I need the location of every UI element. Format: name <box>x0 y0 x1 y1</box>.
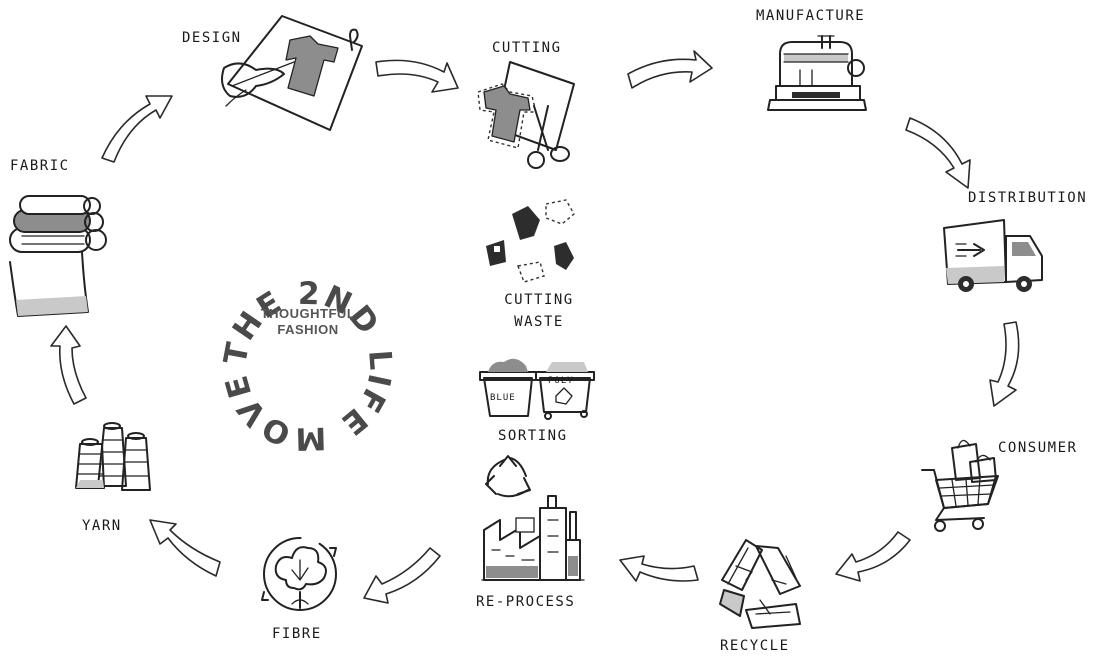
center-text: THOUGHTFUL FASHION <box>248 306 368 338</box>
cutting-icon <box>478 62 574 168</box>
stage-label-consumer: CONSUMER <box>998 440 1077 456</box>
arrow-reprocess-to-fibre <box>364 548 440 603</box>
arrow-cutting-to-manufacture <box>628 51 712 88</box>
arrow-manufacture-to-distribution <box>906 118 970 188</box>
cutting-waste-icon <box>486 200 574 282</box>
center-text-line2: FASHION <box>248 322 368 338</box>
manufacture-icon <box>768 36 866 110</box>
branch-label-cutting-waste-1: CUTTING <box>496 292 582 308</box>
stage-label-cutting: CUTTING <box>492 40 562 56</box>
arrow-fibre-to-yarn <box>150 520 220 576</box>
yarn-icon <box>76 423 150 490</box>
center-text-line1: THOUGHTFUL <box>248 306 368 322</box>
branch-label-sorting: SORTING <box>498 428 568 444</box>
stage-label-distribution: DISTRIBUTION <box>968 190 1087 206</box>
fibre-icon <box>262 538 336 610</box>
small-recycle-symbol <box>486 456 530 496</box>
stage-label-recycle: RECYCLE <box>720 638 790 654</box>
stage-label-fabric: FABRIC <box>10 158 70 174</box>
arrow-consumer-to-recycle <box>836 532 910 581</box>
arrow-yarn-to-fabric <box>51 326 86 404</box>
arrow-recycle-to-reprocess <box>620 556 698 581</box>
bin-label-poly: POLY <box>548 376 574 386</box>
stage-label-manufacture: MANUFACTURE <box>756 8 865 24</box>
stage-label-yarn: YARN <box>82 518 122 534</box>
consumer-icon <box>922 440 998 531</box>
stage-label-design: DESIGN <box>182 30 242 46</box>
bin-label-blue: BLUE <box>490 393 516 403</box>
distribution-icon <box>944 220 1042 292</box>
arrow-design-to-cutting <box>376 60 458 92</box>
stage-label-fibre: FIBRE <box>272 626 322 642</box>
fabric-icon <box>10 196 106 316</box>
sorting-icon <box>480 359 594 419</box>
arrow-distribution-to-consumer <box>990 322 1019 406</box>
recycle-icon <box>720 540 800 628</box>
branch-label-cutting-waste-2: WASTE <box>496 314 582 330</box>
stage-label-reprocess: RE-PROCESS <box>476 594 575 610</box>
arrow-fabric-to-design <box>102 96 172 162</box>
reprocess-icon <box>482 456 584 580</box>
design-icon <box>222 16 362 130</box>
